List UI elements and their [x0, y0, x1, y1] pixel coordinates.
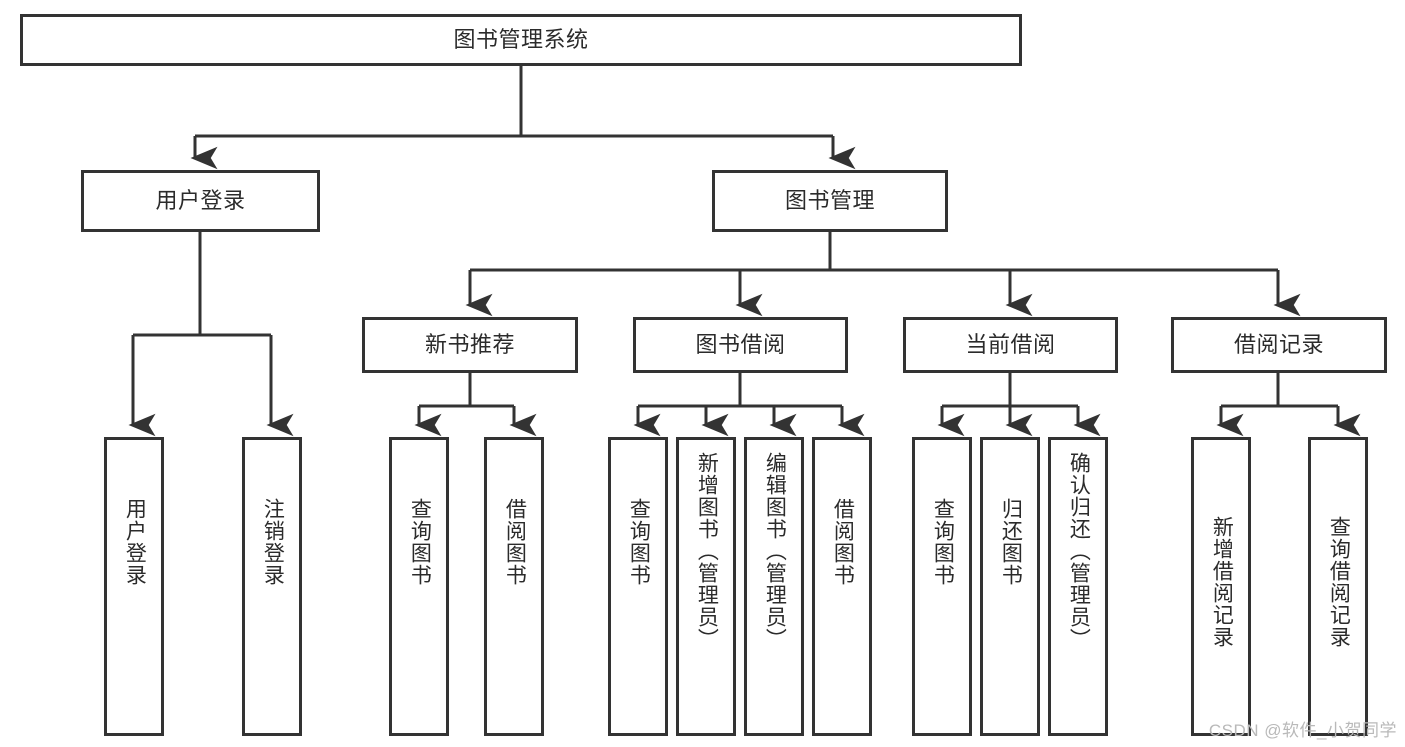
node-current-borrow[interactable]: 当前借阅	[903, 317, 1118, 373]
node-book-borrow[interactable]: 图书借阅	[633, 317, 848, 373]
node-book-management[interactable]: 图书管理	[712, 170, 948, 232]
node-leaf-edit-book[interactable]: 编辑图书（管理员）	[744, 437, 804, 736]
node-label: 借阅记录	[1233, 332, 1324, 358]
node-label: 新增图书（管理员）	[695, 452, 719, 650]
node-label: 用户登录	[123, 498, 147, 586]
node-label: 用户登录	[155, 188, 246, 214]
node-user-login[interactable]: 用户登录	[81, 170, 320, 232]
node-label: 借阅图书	[503, 498, 527, 586]
node-label: 图书管理系统	[453, 27, 589, 53]
node-label: 借阅图书	[831, 498, 855, 586]
node-borrow-record[interactable]: 借阅记录	[1171, 317, 1387, 373]
watermark-text: CSDN @软件_小贺同学	[1208, 721, 1397, 740]
node-label: 新书推荐	[424, 332, 515, 358]
node-leaf-confirm-return[interactable]: 确认归还（管理员）	[1048, 437, 1108, 736]
node-leaf-query-book-1[interactable]: 查询图书	[389, 437, 449, 736]
node-leaf-query-book-3[interactable]: 查询图书	[912, 437, 972, 736]
node-label: 当前借阅	[965, 332, 1056, 358]
node-label: 编辑图书（管理员）	[763, 452, 787, 650]
node-leaf-add-book[interactable]: 新增图书（管理员）	[676, 437, 736, 736]
node-label: 注销登录	[261, 498, 285, 586]
node-leaf-borrow-book-1[interactable]: 借阅图书	[484, 437, 544, 736]
node-new-book-recommend[interactable]: 新书推荐	[362, 317, 578, 373]
node-label: 查询借阅记录	[1327, 516, 1351, 648]
node-label: 确认归还（管理员）	[1067, 452, 1091, 650]
node-leaf-query-book-2[interactable]: 查询图书	[608, 437, 668, 736]
node-root-system[interactable]: 图书管理系统	[20, 14, 1022, 66]
node-label: 查询图书	[931, 498, 955, 586]
node-label: 图书管理	[784, 188, 875, 214]
node-leaf-logout[interactable]: 注销登录	[242, 437, 302, 736]
node-leaf-add-borrow-record[interactable]: 新增借阅记录	[1191, 437, 1251, 736]
node-leaf-query-borrow-record[interactable]: 查询借阅记录	[1308, 437, 1368, 736]
node-label: 查询图书	[627, 498, 651, 586]
node-label: 归还图书	[999, 498, 1023, 586]
node-label: 图书借阅	[695, 332, 786, 358]
node-leaf-user-login[interactable]: 用户登录	[104, 437, 164, 736]
node-leaf-return-book[interactable]: 归还图书	[980, 437, 1040, 736]
node-label: 新增借阅记录	[1210, 516, 1234, 648]
node-leaf-borrow-book-2[interactable]: 借阅图书	[812, 437, 872, 736]
node-label: 查询图书	[408, 498, 432, 586]
